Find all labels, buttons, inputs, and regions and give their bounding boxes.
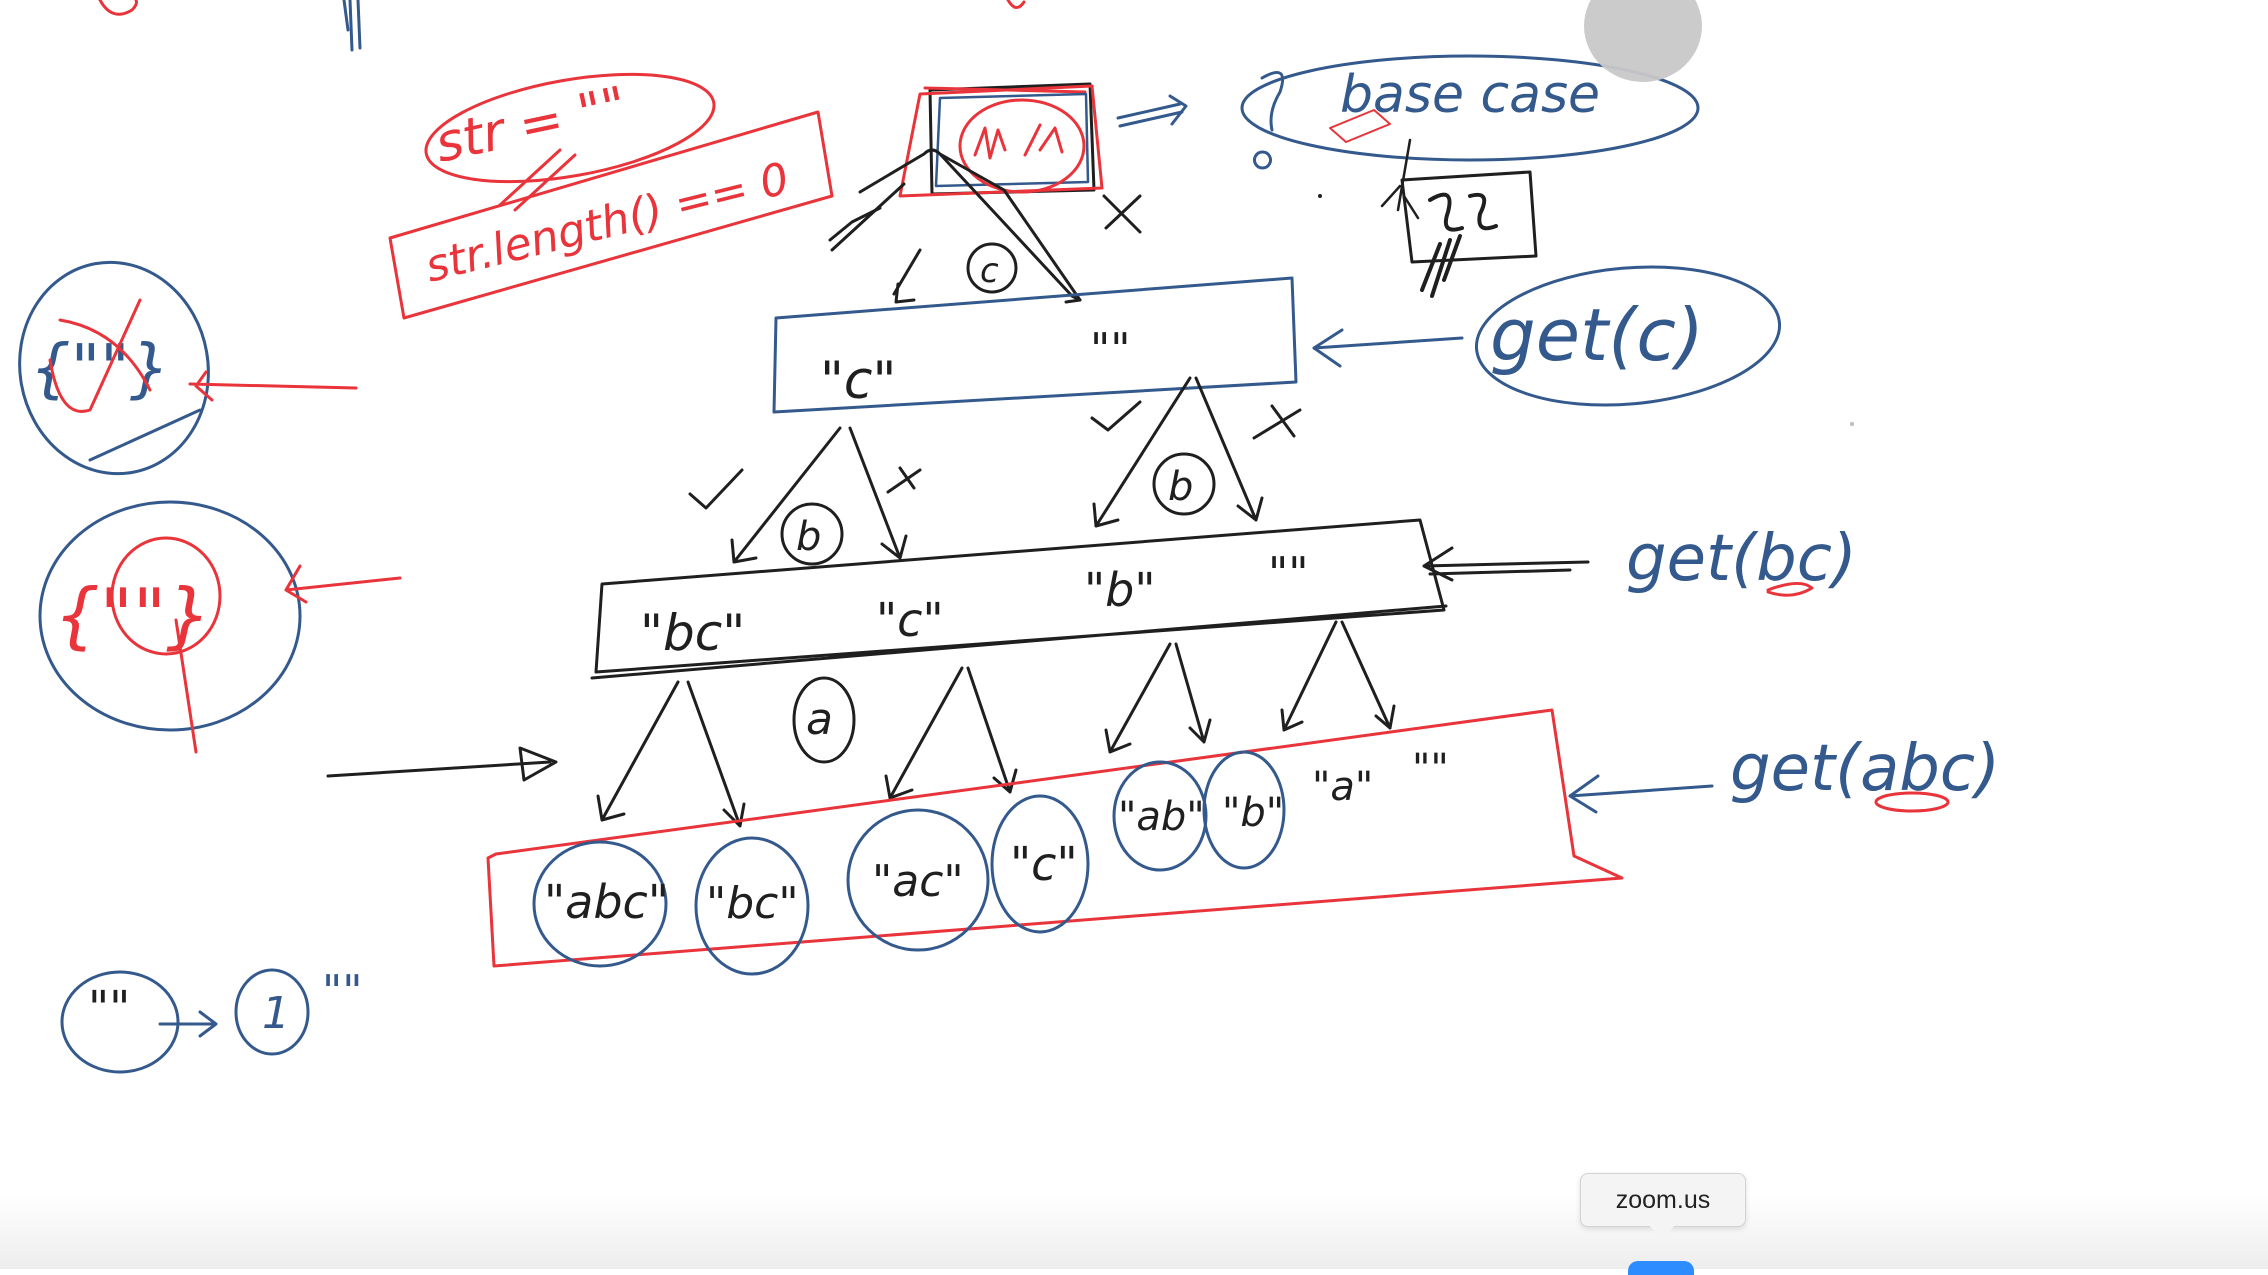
call-get-abc: get(abc): [1730, 732, 2000, 806]
dock-tooltip: zoom.us: [1580, 1173, 1746, 1227]
root-arrowheads: [894, 282, 1082, 304]
level2-marker-circle: [780, 502, 844, 566]
level3-result-1-circle: [694, 836, 810, 976]
level3-result-2: "ac": [872, 856, 964, 907]
level2-marker-right: b: [1168, 464, 1193, 510]
scribble-top-blue: [342, 0, 362, 52]
basecase-pointer: [1380, 138, 1420, 220]
count-oval: [234, 968, 310, 1056]
basecase-scribble: [1420, 192, 1498, 298]
call-get-c-oval: [1474, 265, 1782, 407]
call-get-bc-underline: [1766, 582, 1814, 597]
left-set-crossed: {""}: [30, 332, 170, 406]
level3-result-2-circle: [846, 808, 990, 952]
left-set-inner-oval: [110, 536, 222, 656]
root-cross: [1102, 194, 1142, 234]
level3-marker-circle: [792, 676, 856, 764]
note-base-case: base case: [1340, 65, 1600, 125]
stray-dot: [1850, 422, 1854, 426]
call-get-bc: get(bc): [1626, 522, 1857, 596]
level3-result-3: "c": [1010, 837, 1078, 891]
level3-result-0: "abc": [544, 875, 669, 929]
level2-box: [590, 518, 1448, 680]
note-str-empty: str = "": [430, 76, 632, 175]
arrow-get-bc: [1422, 546, 1590, 582]
level3-result-0-circle: [532, 840, 668, 968]
tooltip-label: zoom.us: [1615, 1185, 1711, 1214]
root-box: [928, 82, 1096, 196]
count-label: 1: [262, 988, 290, 1039]
arrow-get-abc: [1568, 774, 1714, 814]
basecase-scribble-box: [1400, 170, 1538, 264]
level3-branches-1: [884, 666, 1018, 800]
level2-branches-right: [1092, 376, 1264, 528]
zoom-icon[interactable]: [1628, 1261, 1694, 1275]
level3-result-5: "b": [1222, 790, 1284, 836]
level2-marker: b: [796, 514, 821, 560]
call-get-abc-underline: [1874, 791, 1950, 813]
dock-shade: [0, 1195, 2268, 1269]
level3-result-1: "bc": [706, 878, 799, 929]
left-set-oval: [38, 500, 302, 732]
empty-string: "": [88, 981, 130, 1035]
left-set-crossed-line: [88, 408, 202, 462]
eraser-icon: [1329, 109, 1391, 143]
root-check: [828, 206, 882, 242]
left-set-crossed-red: [48, 298, 358, 413]
level2-result-2: "b": [1084, 563, 1156, 617]
level1-box: [772, 276, 1298, 414]
scribble-top-left: [98, 0, 138, 16]
count-value: "": [322, 966, 362, 1017]
level1-result-1: "": [1090, 324, 1130, 375]
note-str-empty-oval: [424, 72, 716, 184]
level3-result-4: "ab": [1118, 794, 1205, 840]
note-str-length-box: [388, 110, 834, 320]
question-mark: [1253, 70, 1285, 170]
left-set-red-marks: [174, 564, 402, 754]
level2-result-0: "bc": [640, 604, 745, 662]
tooltip-arrow: [1648, 1224, 1676, 1240]
level3-branches-2: [1104, 642, 1212, 754]
call-get-c: get(c): [1490, 293, 1704, 377]
level3-branches-0: [596, 680, 746, 828]
empty-string-oval: [60, 970, 180, 1074]
root-branches: [830, 148, 1082, 302]
level2-result-3: "": [1268, 548, 1308, 599]
root-marker: c: [980, 251, 999, 291]
empty-string-arrow: [158, 1010, 218, 1038]
note-str-strike: [498, 148, 577, 212]
level2-result-1: "c": [876, 593, 944, 647]
level3-marker: a: [806, 694, 833, 745]
root-to-basecase-arrow: [1116, 94, 1188, 128]
level3-result-7: "": [1412, 746, 1449, 792]
arrow-get-c: [1312, 328, 1464, 368]
level2-branches-left: [730, 426, 908, 564]
level3-result-4-circle: [1112, 760, 1208, 872]
left-set-crossed-oval: [18, 260, 210, 476]
stray-dot: [1318, 194, 1322, 198]
root-box-red: [898, 84, 1104, 198]
level2-marker-right-circle: [1152, 452, 1216, 516]
level1-result-0: "c": [820, 351, 896, 411]
scribble-top-red: [1006, 0, 1026, 9]
level3-result-6: "a": [1312, 764, 1373, 810]
level3-result-3-circle: [990, 794, 1090, 934]
level2-crosses: [886, 404, 1302, 494]
root-marker-circle: [966, 242, 1018, 294]
level3-branches-3: [1280, 620, 1396, 732]
pointer-arrow: [326, 746, 558, 782]
level3-box: [486, 708, 1624, 968]
level2-checks: [688, 400, 1142, 510]
note-base-case-oval: [1240, 54, 1700, 162]
level3-result-5-circle: [1202, 750, 1286, 870]
root-scribble: [973, 123, 1064, 160]
root-box-blue: [934, 92, 1090, 188]
root-scribble-circle: [958, 98, 1086, 194]
left-set: {""}: [54, 573, 212, 657]
